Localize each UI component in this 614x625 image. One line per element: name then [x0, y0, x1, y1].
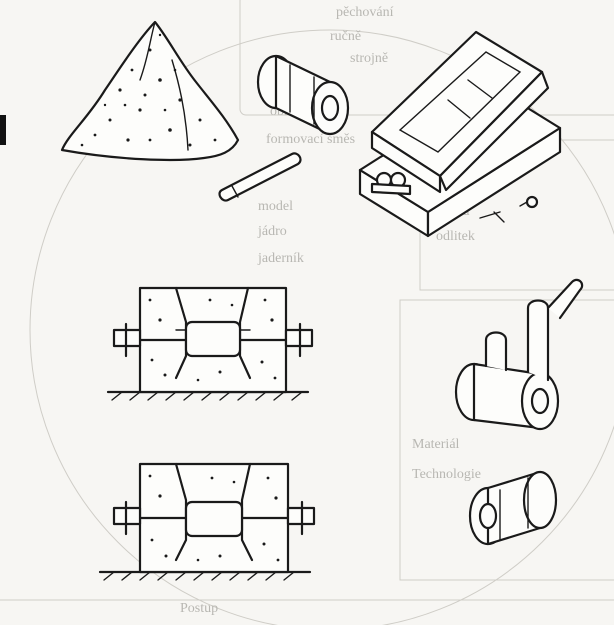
ghost-text-2: strojně	[350, 51, 388, 66]
ghost-text-9: odlitek	[436, 229, 475, 244]
ghost-text-10: Materiál	[412, 437, 460, 452]
ghost-text-12: Postup	[180, 601, 218, 616]
rammer-rod-icon	[218, 152, 302, 202]
ghost-text-11: Technologie	[412, 467, 481, 482]
flask-closed-icon	[98, 462, 316, 581]
casting-flanged-icon	[454, 278, 584, 431]
sand-pile-icon	[60, 20, 240, 162]
ghost-text-7: jaderník	[257, 251, 304, 266]
pattern-cylinder-icon	[256, 54, 350, 136]
core-box-icon	[358, 30, 562, 238]
ghost-text-4: formovací směs	[266, 132, 355, 147]
ghost-text-6: jádro	[257, 224, 287, 239]
margin-tab	[0, 115, 6, 145]
ghost-text-1: ručně	[330, 29, 361, 44]
pin-clip-icon	[370, 171, 539, 223]
ghost-text-5: model	[258, 199, 293, 214]
casting-plain-icon	[468, 470, 558, 546]
ghost-text-0: pěchování	[336, 5, 394, 20]
flask-open-icon	[106, 286, 314, 401]
